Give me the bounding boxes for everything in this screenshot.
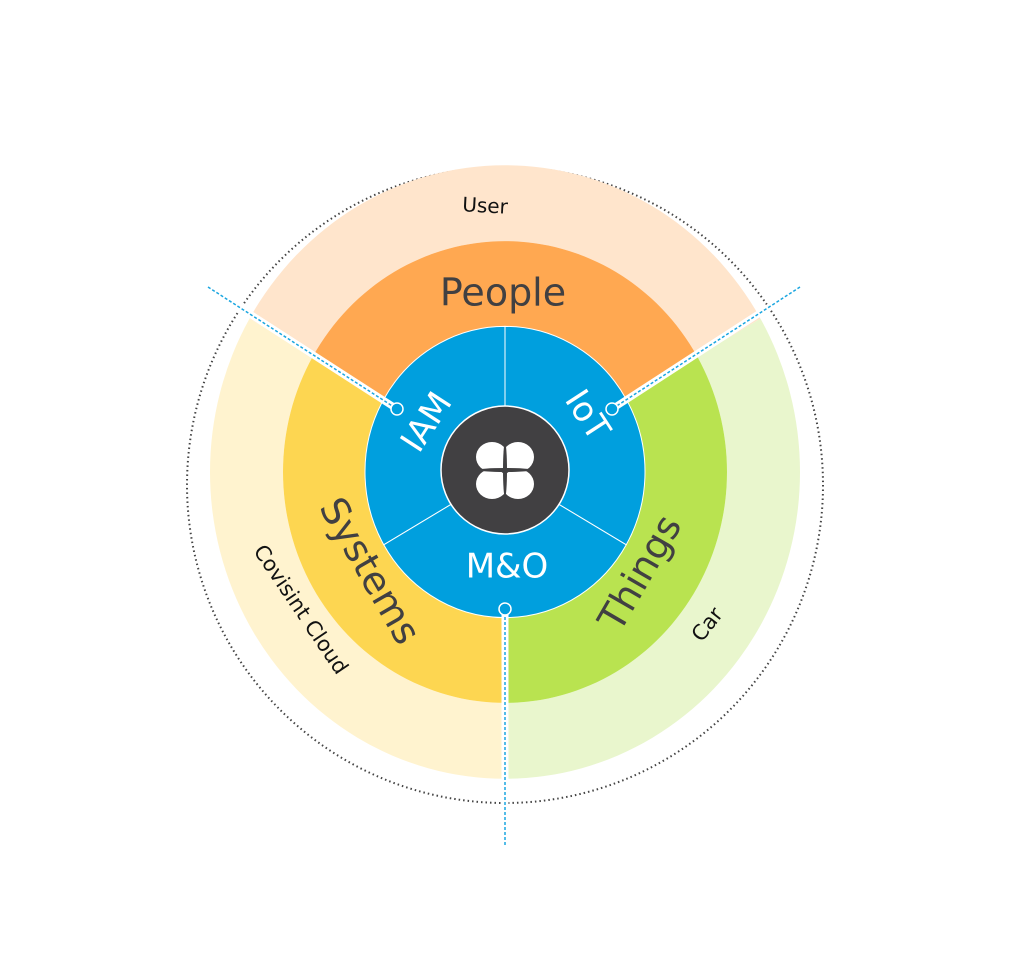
- outer-segment-covisint-cloud: [209, 318, 506, 779]
- connector-node-icon: [605, 402, 619, 416]
- outer-label-user: User: [462, 192, 510, 218]
- inner-segment-mo: [383, 471, 627, 619]
- middle-segment-things: [505, 356, 727, 703]
- outer-segment-user: [249, 165, 761, 357]
- connector-iot: [605, 284, 802, 416]
- inner-label-mo: M&O: [466, 547, 549, 587]
- middle-label-people: People: [440, 271, 566, 315]
- connector-node-icon: [498, 602, 512, 616]
- connector-mo: [498, 602, 512, 845]
- connector-iam: [206, 284, 404, 416]
- center-hub: [440, 405, 570, 535]
- outer-segment-car: [505, 318, 800, 779]
- outer-dotted-boundary: [186, 166, 824, 804]
- connector-node-icon: [390, 402, 404, 416]
- covisint-logo-icon: [476, 442, 534, 499]
- middle-segment-people: [312, 241, 698, 400]
- middle-segment-systems: [283, 356, 505, 703]
